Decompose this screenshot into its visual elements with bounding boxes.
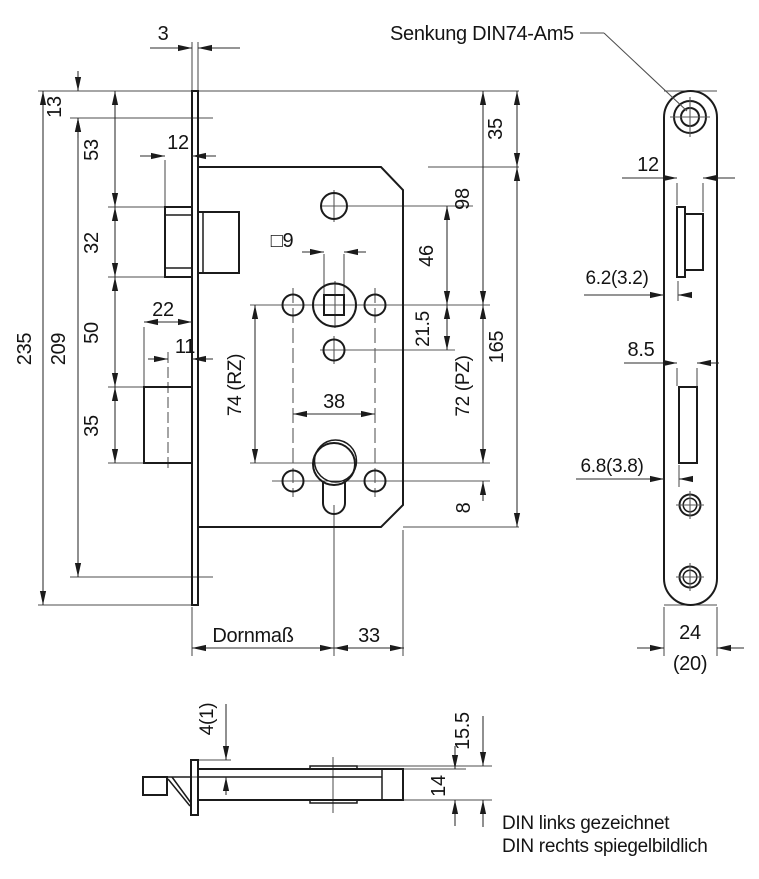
screw-post: [281, 469, 305, 493]
lock-case-outline: [198, 166, 404, 528]
dim-case-height: 165: [486, 331, 508, 364]
dim-axis-to-screw: 8: [453, 502, 475, 513]
dim-latch-protrusion: 6.2(3.2): [585, 268, 648, 289]
dim-case-depth-with-tabs: 15.5: [452, 712, 474, 750]
dim-faceplate-thickness: 3: [158, 23, 169, 45]
senkung-callout: Senkung DIN74-Am5: [390, 23, 574, 45]
dim-top-to-spindle: 98: [452, 188, 474, 210]
dim-bolt-cutout-width: 8.5: [628, 339, 655, 361]
dim-bolt-height: 35: [81, 415, 103, 437]
front-view: 3 13 53 32 50 35 235 209 12 22 11 □9 74 …: [14, 23, 521, 656]
cylinder-hole: [312, 442, 356, 486]
screw-post: [363, 469, 387, 493]
faceplate-view: Senkung DIN74-Am5 12 6.2(3.2) 8.5 6.8(3.…: [390, 23, 744, 675]
dim-spindle-to-hole: 21.5: [413, 311, 434, 347]
dim-top-to-case: 35: [485, 118, 507, 140]
cylinder-keyway: [322, 481, 346, 515]
spindle-hub: [312, 282, 357, 328]
dim-top-to-latch: 53: [81, 139, 103, 161]
spindle-square-hole: [323, 294, 345, 316]
latch-bolt-tail: [197, 211, 240, 274]
screw-post: [281, 293, 305, 317]
deadbolt: [143, 386, 193, 464]
screw-post: [363, 293, 387, 317]
dim-length-below-top: 209: [48, 333, 70, 366]
dim-bolt-protrusion: 6.8(3.8): [580, 456, 643, 477]
faceplate-outline: [663, 90, 718, 606]
note-din-rechts: DIN rechts spiegelbildlich: [502, 836, 708, 857]
dim-bolt-width: 22: [152, 299, 174, 321]
dim-latch-height: 32: [81, 232, 103, 254]
latch-tip-section: [142, 776, 168, 796]
fixing-tab-bottom: [309, 799, 358, 804]
dim-latch-cutout-width: 12: [637, 154, 659, 176]
dim-plate-width: 24: [679, 622, 701, 644]
dim-behind-axis: 33: [358, 625, 380, 647]
dim-screw-spacing: 38: [323, 391, 345, 413]
note-din-links: DIN links gezeichnet: [502, 813, 670, 834]
latch-face: [684, 213, 704, 271]
dim-hole-to-spindle: 46: [416, 245, 438, 267]
dim-faceplate-length: 235: [14, 333, 36, 366]
case-section: [197, 768, 404, 801]
dim-axis-distance-rz: 74 (RZ): [225, 354, 246, 416]
callout-leader-line: [603, 32, 688, 112]
dim-spindle-square: □9: [271, 230, 294, 252]
cylinder-hole-alt: [313, 439, 358, 483]
latch-bolt-head: [164, 206, 193, 278]
dim-backset-label: Dornmaß: [212, 625, 293, 647]
fixing-hole-top: [320, 192, 348, 220]
latch-face-edge: [676, 206, 686, 278]
dim-plate-width-alt: (20): [673, 653, 707, 675]
dim-top-margin: 13: [44, 96, 66, 118]
faceplate-section: [190, 759, 199, 816]
fixing-tab-top: [309, 765, 358, 770]
dim-bolt-throw: 11: [175, 336, 195, 358]
fixing-hole-mid: [322, 338, 346, 362]
dim-latch-depth: 12: [167, 132, 189, 154]
bottom-view: 4(1) 15.5 14: [142, 703, 492, 827]
dim-latch-to-bolt: 50: [81, 322, 103, 344]
faceplate-front: [191, 90, 199, 606]
latch-bevel-edge: [167, 778, 191, 807]
dim-axis-distance-pz: 72 (PZ): [453, 355, 474, 416]
dim-latch-offset: 4(1): [197, 703, 218, 736]
deadbolt-cutout: [678, 386, 698, 464]
dim-case-depth: 14: [428, 775, 450, 797]
notes: DIN links gezeichnet DIN rechts spiegelb…: [502, 813, 708, 857]
